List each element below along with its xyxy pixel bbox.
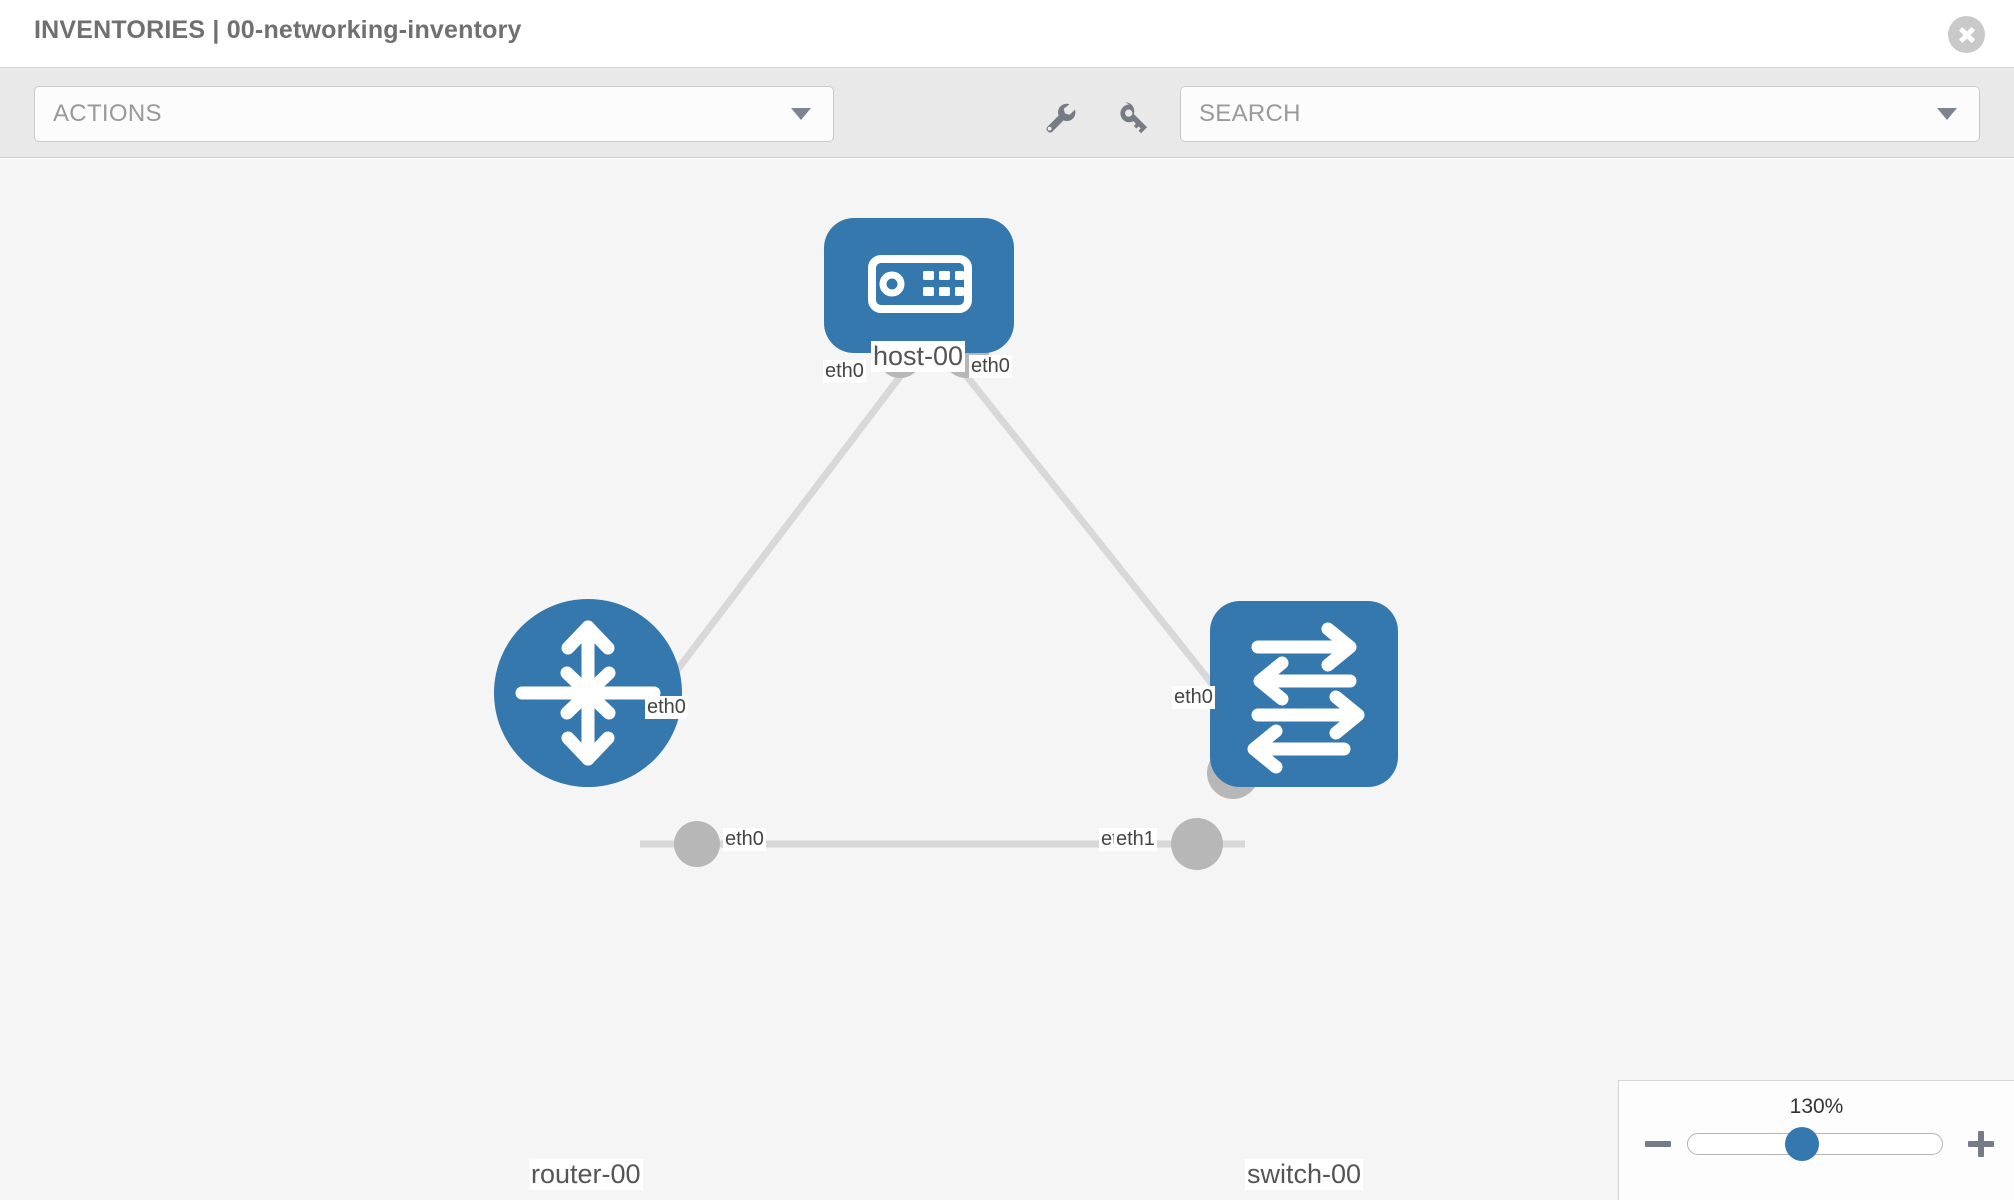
iface-label-host-left: eth0 <box>823 360 866 383</box>
close-icon[interactable] <box>1948 16 1985 53</box>
key-icon[interactable] <box>1113 98 1155 140</box>
node-router-00[interactable] <box>494 599 682 787</box>
search-input[interactable]: SEARCH <box>1180 86 1980 142</box>
connector-router-right <box>674 821 720 867</box>
node-label-router-00: router-00 <box>529 1159 643 1190</box>
node-label-switch-00: switch-00 <box>1245 1159 1364 1190</box>
iface-label-switch-up: eth0 <box>1172 686 1215 709</box>
topology-graph <box>494 218 1398 870</box>
actions-dropdown[interactable]: ACTIONS <box>34 86 834 142</box>
iface-label-router-right: eth0 <box>723 828 766 851</box>
zoom-out-icon[interactable] <box>1641 1127 1675 1161</box>
topology-connectors <box>605 332 1259 870</box>
actions-dropdown-label: ACTIONS <box>53 100 162 127</box>
wrench-icon[interactable] <box>1038 98 1080 140</box>
topology-canvas[interactable]: host-00 router-00 switch-00 eth0 eth0 et… <box>0 159 2014 1200</box>
node-label-host-00: host-00 <box>871 341 966 372</box>
iface-label-router-up: eth0 <box>645 696 688 719</box>
page-title: INVENTORIES | 00-networking-inventory <box>34 16 522 44</box>
toolbar: ACTIONS SEARCH <box>0 68 2014 158</box>
zoom-control-panel: 130% <box>1618 1080 2014 1200</box>
window-header: INVENTORIES | 00-networking-inventory <box>0 0 2014 68</box>
chevron-down-icon[interactable] <box>1937 108 1957 120</box>
zoom-in-icon[interactable] <box>1964 1127 1998 1161</box>
zoom-level-value: 130% <box>1789 1095 1844 1118</box>
iface-label-host-right: eth0 <box>969 355 1012 378</box>
zoom-slider-thumb[interactable] <box>1785 1127 1819 1161</box>
iface-label-switch-left: eth1 <box>1114 828 1157 851</box>
search-placeholder: SEARCH <box>1199 100 1301 127</box>
chevron-down-icon <box>791 108 811 120</box>
topology-links <box>637 371 1245 848</box>
link-host-router <box>637 371 905 722</box>
link-host-switch <box>962 371 1243 722</box>
node-host-00[interactable] <box>824 218 1014 353</box>
node-switch-00[interactable] <box>1210 601 1398 787</box>
connector-switch-left <box>1171 818 1223 870</box>
